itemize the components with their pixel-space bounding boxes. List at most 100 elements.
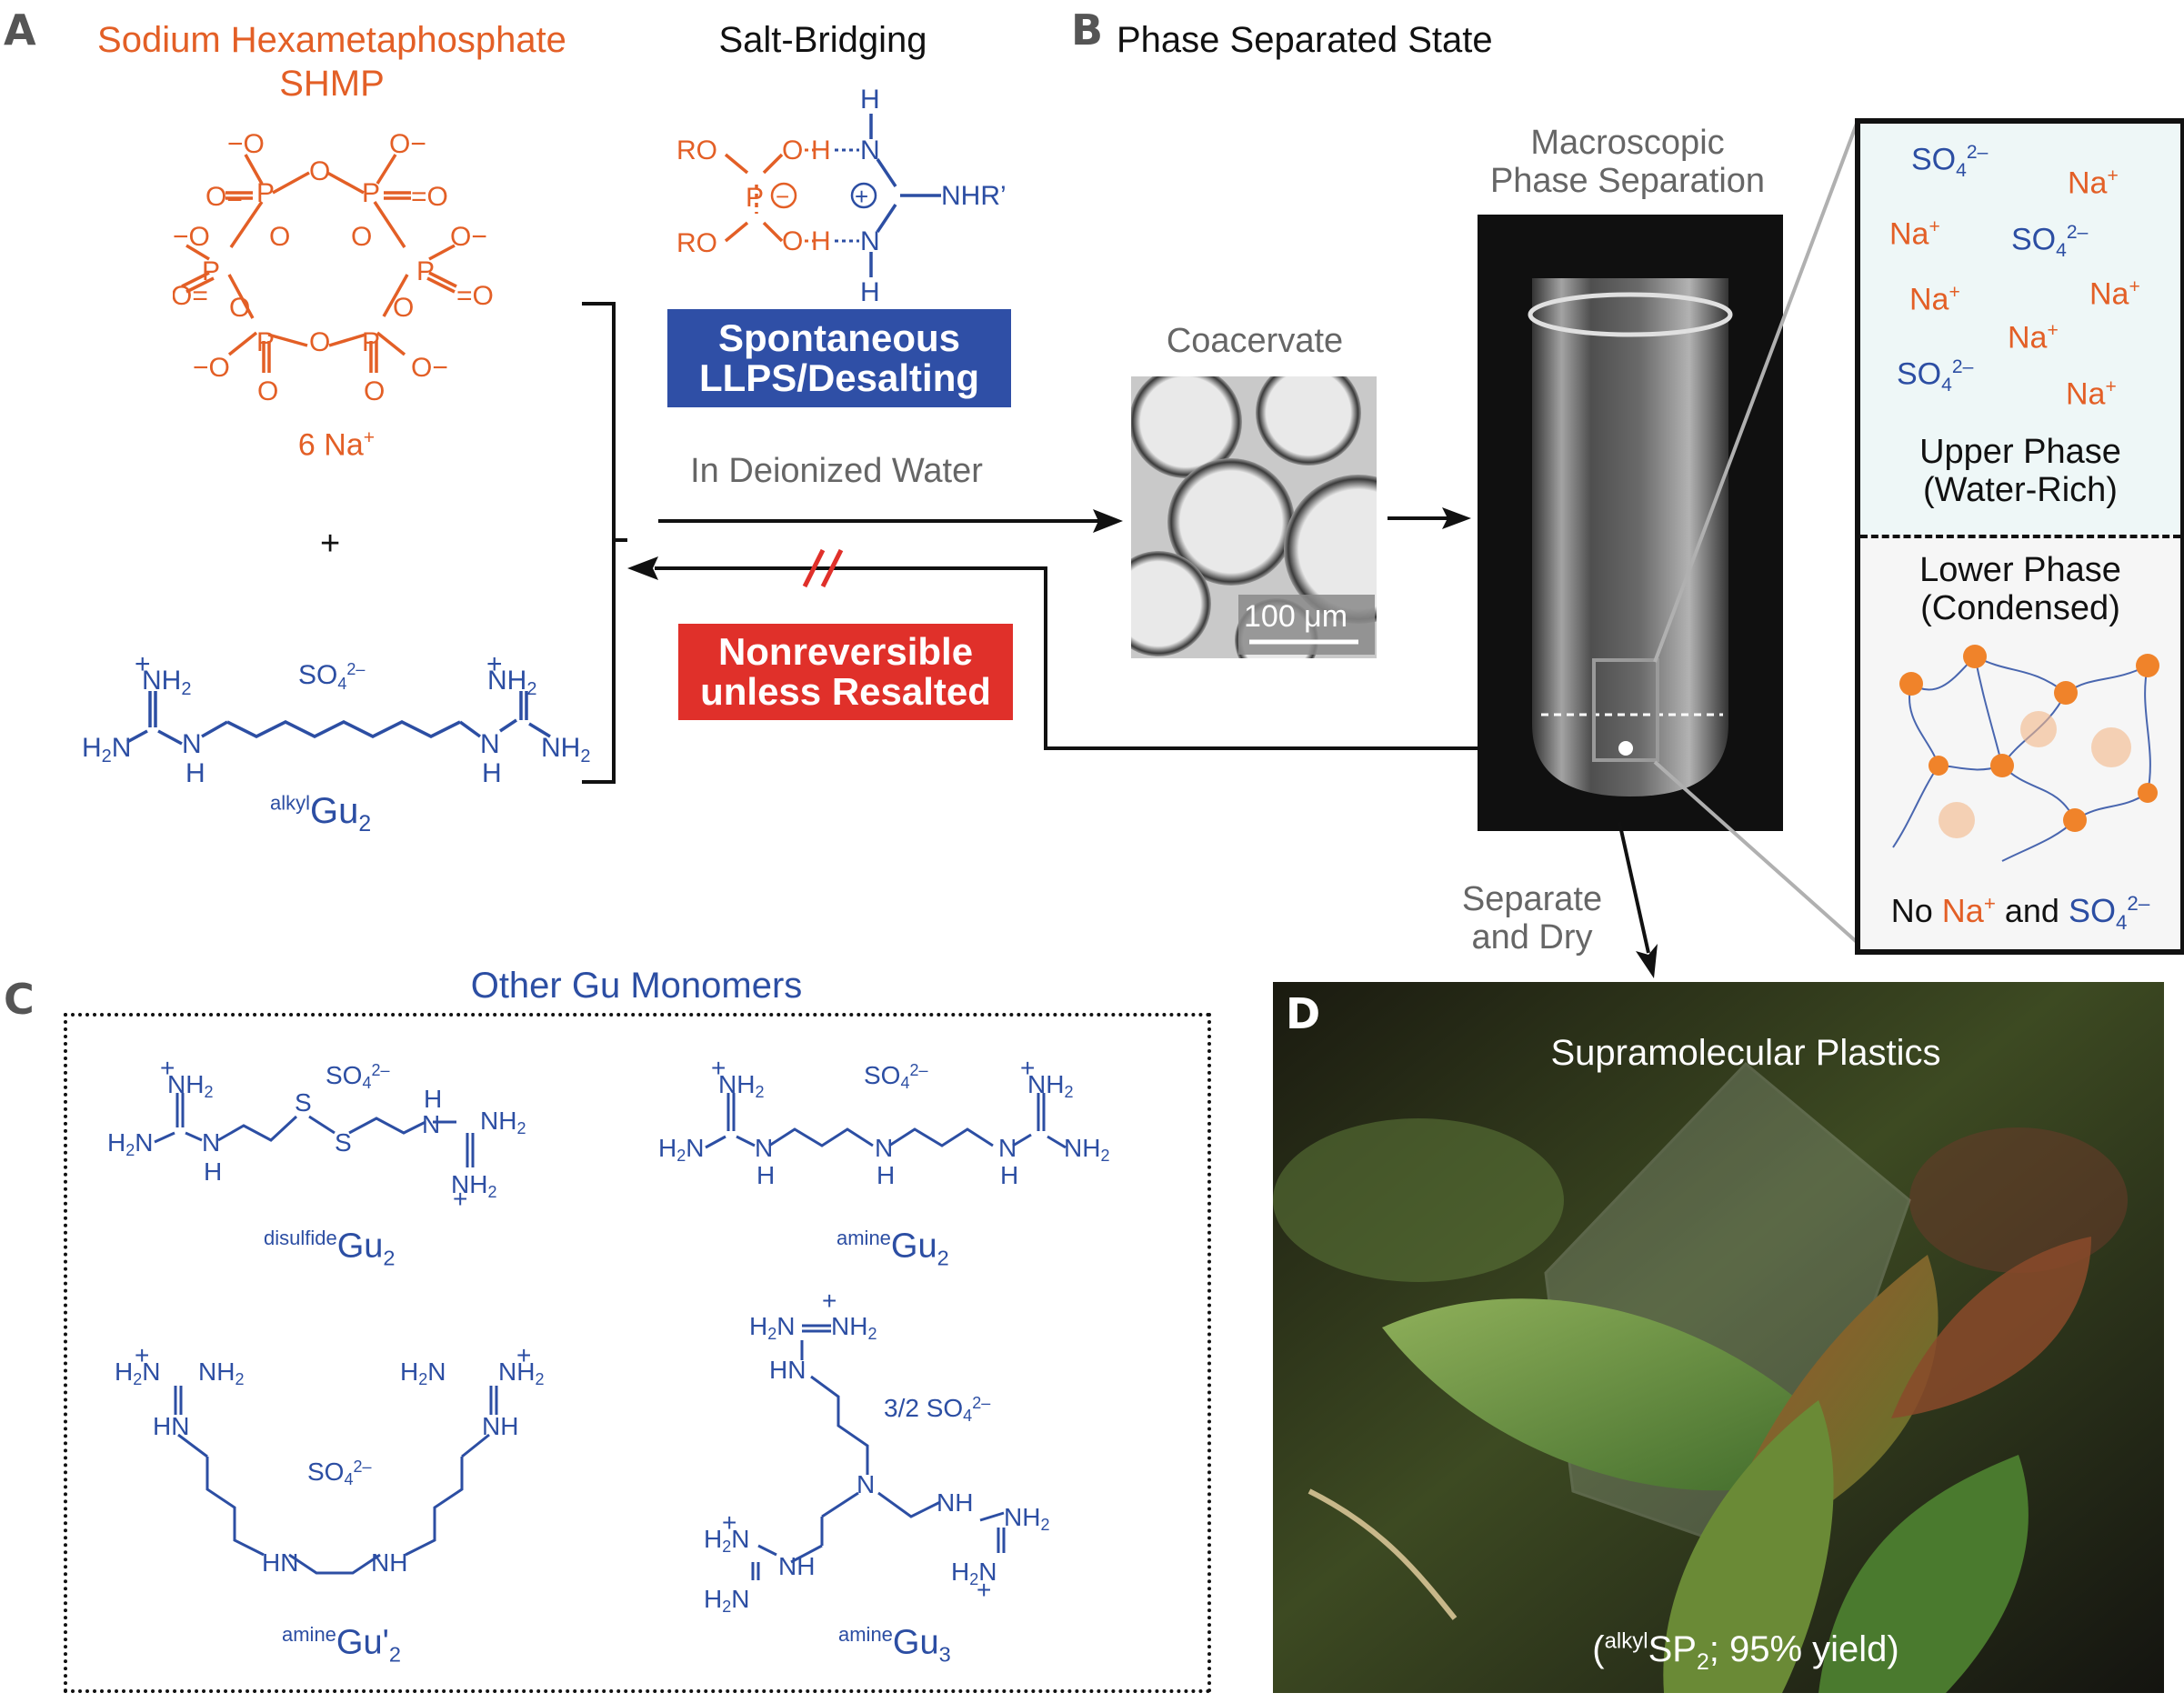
disulfide-sub: 2 (383, 1246, 396, 1270)
ion-na-2-text: Na (1889, 216, 1929, 252)
svg-text:=O: =O (411, 182, 448, 212)
svg-text:P: P (362, 178, 380, 208)
upper-phase-line-2: (Water-Rich) (1923, 471, 2118, 509)
svg-text:O−: O− (411, 353, 448, 383)
svg-text:N: N (202, 1128, 220, 1157)
svg-text:N: N (422, 1110, 440, 1138)
svg-text:O: O (257, 376, 278, 406)
svg-text:H2N: H2N (749, 1312, 795, 1343)
no-ions-prefix: No (1890, 892, 1933, 929)
spontaneous-label: Spontaneous (717, 316, 960, 359)
svg-text:H: H (1000, 1161, 1018, 1189)
svg-text:HN: HN (153, 1412, 189, 1440)
svg-text:NH2: NH2 (1064, 1134, 1109, 1165)
svg-text:N: N (860, 226, 880, 256)
coacervate-micrograph (1131, 376, 1377, 658)
ion-so4-3-text: SO (1897, 356, 1942, 392)
amine-gu2-prefix: amine (837, 1227, 891, 1249)
svg-text:=O: =O (456, 281, 494, 311)
svg-text:O: O (269, 222, 290, 252)
lower-phase-line-1: Lower Phase (1919, 551, 2121, 589)
svg-text:SO42–: SO42– (307, 1458, 372, 1488)
no-ions-na: Na+ (1941, 892, 1996, 929)
ion-na-3-text: Na (2089, 276, 2129, 312)
svg-text:H: H (482, 758, 502, 788)
svg-text:P: P (256, 327, 275, 357)
amine-gu3-gu: Gu (892, 1623, 939, 1662)
svg-text:P: P (256, 178, 275, 208)
svg-text:O=: O= (173, 281, 208, 311)
svg-text:+: + (711, 1057, 726, 1082)
svg-text:N: N (755, 1134, 773, 1162)
caption-open-paren: ( (1592, 1629, 1605, 1669)
svg-text:NH2: NH2 (480, 1107, 526, 1137)
nonreversible-chip: Nonreversible unless Resalted (678, 624, 1013, 720)
svg-text:NH2: NH2 (718, 1070, 764, 1101)
forward-arrow (658, 509, 1123, 533)
alkyl-gu2-name: Gu (310, 791, 359, 831)
svg-text:NH2: NH2 (142, 666, 191, 699)
ion-so4-1: SO42– (1911, 142, 1989, 182)
test-tube-photo (1478, 215, 1783, 831)
amine-gu2-gu: Gu (890, 1227, 937, 1266)
svg-text:+: + (1020, 1057, 1035, 1082)
coacervate-label: Coacervate (1166, 322, 1344, 360)
svg-text:NH: NH (937, 1488, 973, 1517)
shmp-counterion: 6 Na+ (264, 427, 409, 463)
svg-text:O−: O− (389, 129, 426, 159)
caption-subscript: 2 (1696, 1650, 1709, 1675)
svg-text:N: N (857, 1470, 875, 1498)
svg-text:P: P (362, 327, 380, 357)
svg-text:H: H (185, 758, 205, 788)
upper-phase-line-1: Upper Phase (1919, 433, 2121, 471)
svg-text:H: H (756, 1161, 775, 1189)
separate-line-1: Separate (1461, 880, 1603, 918)
lower-phase-label: Lower Phase (Condensed) (1860, 551, 2180, 627)
svg-text:N: N (875, 1134, 893, 1162)
amine-gu3-sub: 3 (938, 1642, 951, 1667)
ion-so4-2-text: SO (2011, 222, 2057, 257)
amine-gu-prime2-prefix: amine (282, 1623, 336, 1646)
panel-d-letter: D (1286, 989, 1321, 1038)
svg-text:O: O (351, 222, 372, 252)
reactant-bracket (582, 302, 627, 784)
amine-gu-prime2-structure: + H2N NH2 HN HN NH SO42– H2N + NH2 NH (115, 1344, 544, 1577)
disulfide-gu2-structure: + NH2 H2N N H S S SO42– H N NH2 NH2 + (107, 1057, 526, 1211)
svg-text:3/2 SO42–: 3/2 SO42– (884, 1394, 990, 1425)
amine-gu2-structure: + NH2 H2N N H N H N H SO42– + NH2 NH2 (658, 1057, 1109, 1189)
svg-text:SO42–: SO42– (298, 660, 365, 693)
scale-bar-label: 100 μm (1244, 599, 1348, 634)
no-ions-so4: SO42– (2068, 892, 2150, 935)
svg-text:P: P (416, 256, 435, 286)
svg-text:H: H (811, 135, 831, 165)
unless-resalted-label: unless Resalted (700, 670, 991, 713)
svg-text:H2N: H2N (704, 1585, 749, 1616)
ion-na-4: Na+ (1909, 282, 1960, 317)
svg-text:SO42–: SO42– (864, 1061, 928, 1092)
svg-text:H: H (860, 86, 880, 115)
supramolecular-network-illustration (1892, 645, 2159, 862)
svg-text:H2N: H2N (82, 733, 131, 766)
svg-text:NH2: NH2 (1004, 1503, 1049, 1534)
amine-gu3-prefix: amine (838, 1623, 893, 1646)
supramolecular-plastic-photo (1273, 982, 2164, 1693)
phase-zoom-box: SO42– Na+ Na+ SO42– Na+ Na+ Na+ SO42– Na… (1855, 118, 2184, 955)
svg-text:S: S (295, 1088, 312, 1117)
svg-text:HN: HN (769, 1356, 806, 1384)
separate-arrow (1618, 821, 1658, 978)
svg-text:NH: NH (482, 1412, 518, 1440)
panel-a-letter: A (4, 5, 36, 55)
svg-text:NH: NH (371, 1548, 407, 1577)
svg-text:HN: HN (262, 1548, 298, 1577)
svg-text:H: H (811, 226, 831, 256)
ion-so4-2: SO42– (2011, 222, 2089, 262)
svg-text:+: + (453, 1185, 467, 1211)
upper-phase-label: Upper Phase (Water-Rich) (1860, 433, 2180, 509)
shmp-ring-structure: P P P P P P O −O O− O= =O O O −O O− O= =… (173, 129, 494, 406)
alkyl-gu2-label: alkylGu2 (270, 791, 371, 836)
shmp-title: Sodium Hexametaphosphate (97, 20, 566, 60)
amine-gu-prime2-sub: 2 (388, 1642, 401, 1667)
in-deionized-water-label: In Deionized Water (690, 452, 983, 490)
caption-main: SP (1648, 1629, 1697, 1669)
separate-and-dry-label: Separate and Dry (1428, 880, 1637, 957)
